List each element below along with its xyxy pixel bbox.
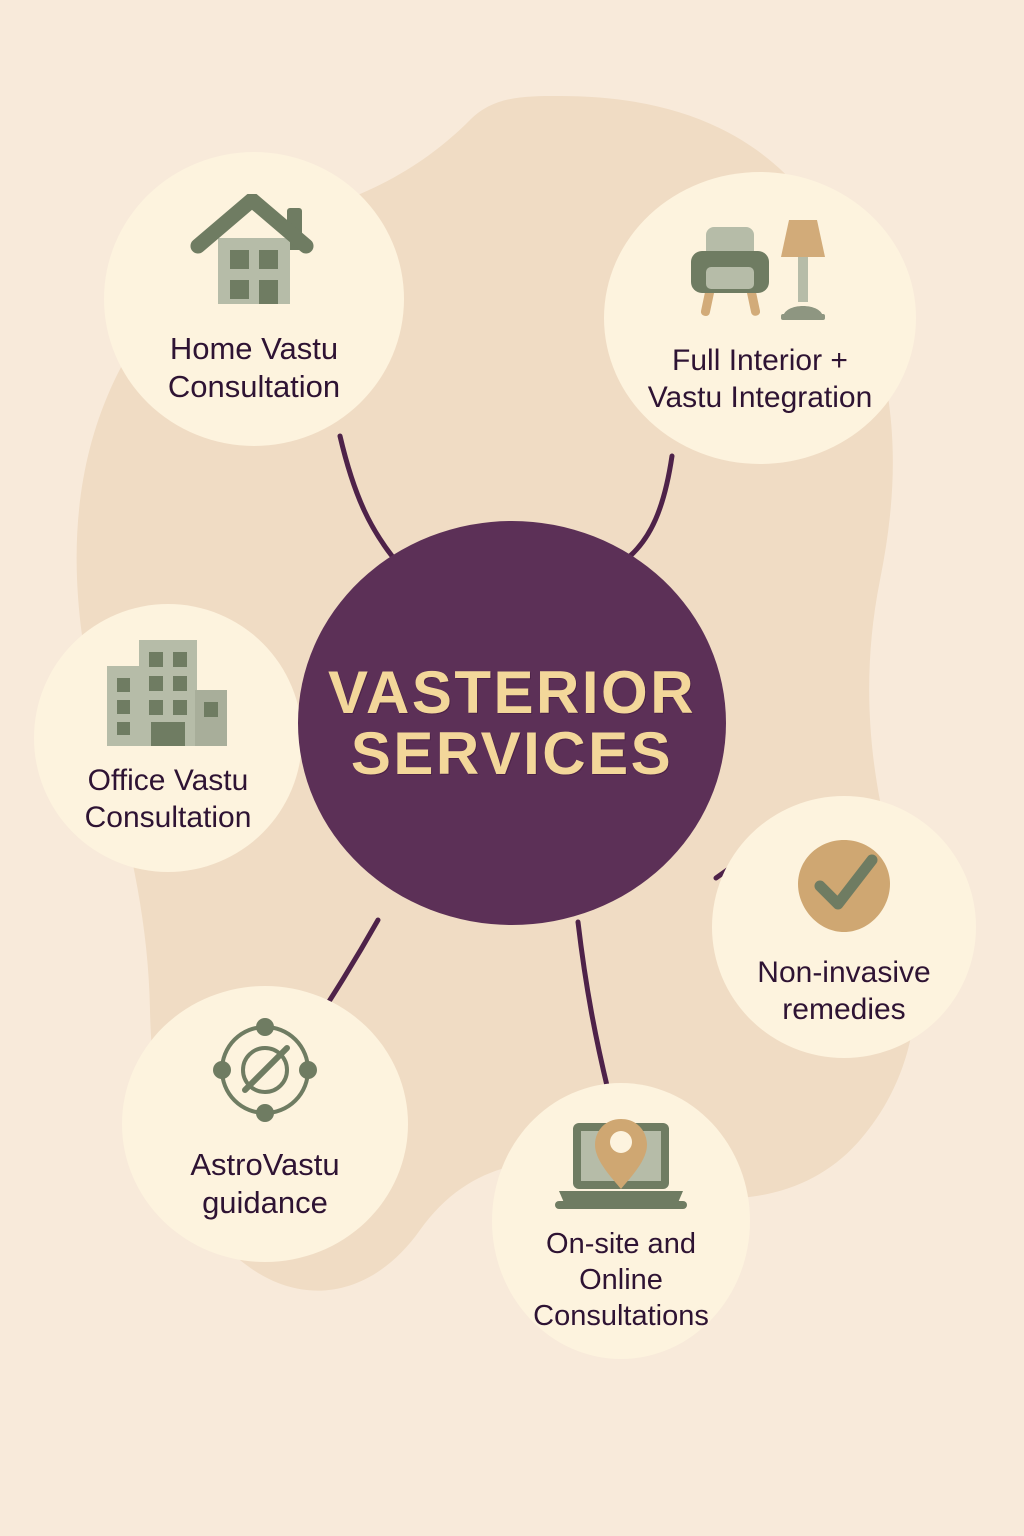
center-title-line1: VASTERIOR [327,658,697,726]
node-onsite-online-consultations[interactable]: On-site and Online Consultations [492,1083,750,1359]
house-icon [188,192,320,312]
astrolabe-orbit-icon [209,1012,321,1126]
center-circle: VASTERIOR SERVICES [298,521,726,925]
node-non-invasive-remedies-label: Non-invasive remedies [757,956,931,1027]
office-buildings-icon [105,634,231,746]
node-astrovastu-label: AstroVastu guidance [190,1147,340,1221]
node-office-vastu-consultation[interactable]: Office Vastu Consultation [34,604,302,872]
node-onsite-online-label: On-site and Online Consultations [533,1228,709,1332]
node-full-interior-vastu-integration[interactable]: Full Interior + Vastu Integration [604,172,916,464]
node-home-vastu-consultation[interactable]: Home Vastu Consultation [104,152,404,446]
center-title-line2: SERVICES [350,720,674,787]
node-office-vastu-label: Office Vastu Consultation [84,764,252,835]
node-astrovastu-guidance[interactable]: AstroVastu guidance [122,986,408,1262]
node-home-vastu-label: Home Vastu Consultation [167,331,341,405]
node-full-interior-label: Full Interior + Vastu Integration [647,344,873,415]
checkmark-shield-icon [794,830,894,936]
page-title: VASTERIOR SERVICES [328,662,696,784]
node-non-invasive-remedies[interactable]: Non-invasive remedies [712,796,976,1058]
laptop-location-pin-icon [551,1109,691,1213]
armchair-lamp-icon [685,210,835,328]
